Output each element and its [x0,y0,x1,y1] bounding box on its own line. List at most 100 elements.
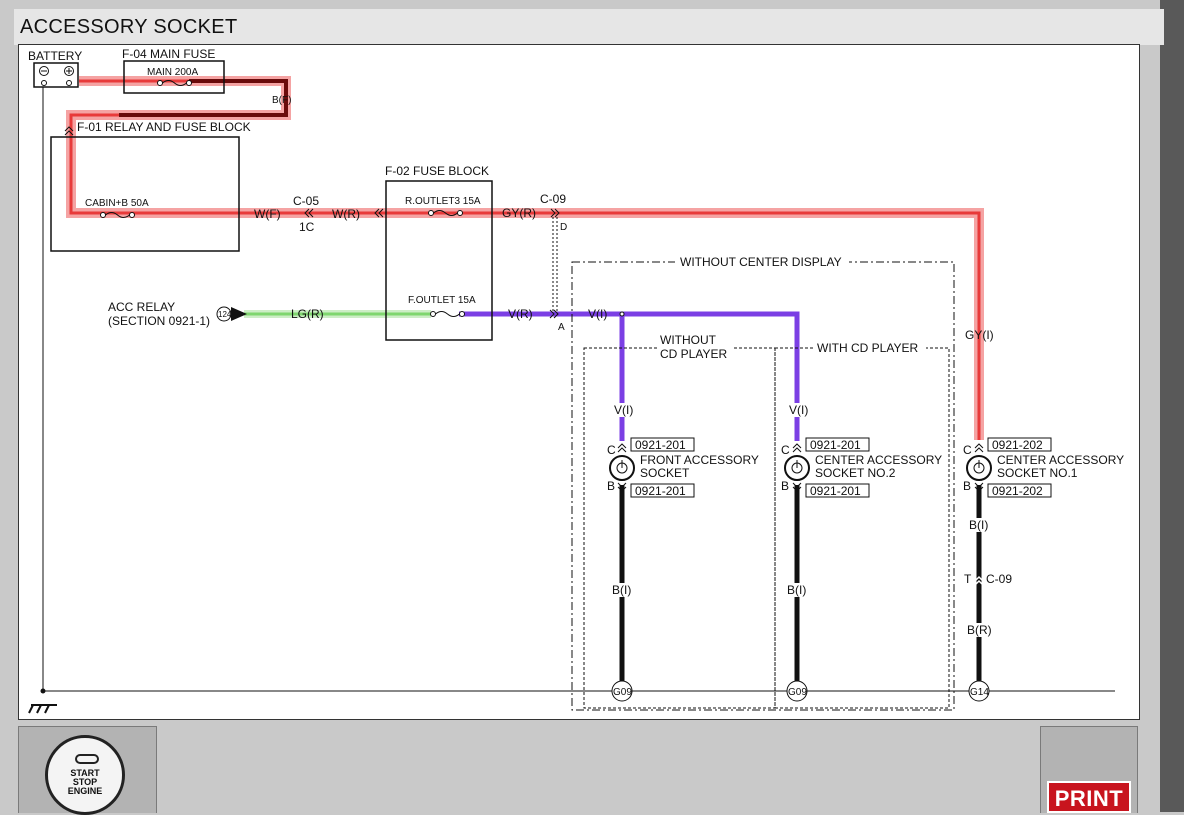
wire-label-bi-center2: B(I) [787,583,806,597]
fuse-icon [100,212,135,218]
with-cd-frame [774,347,950,709]
header-bar: ACCESSORY SOCKET [14,9,1164,45]
center2-conn-top: 0921-201 [810,438,861,452]
front-conn-bottom: 0921-201 [635,484,686,498]
wire-label-wf: W(F) [254,207,281,221]
ground-junction [40,688,46,694]
start-stop-engine-button[interactable]: START STOP ENGINE [45,735,125,815]
fuse-block [385,180,493,341]
purple-wire [459,311,800,441]
center1-socket-name-2: SOCKET NO.1 [997,466,1078,480]
pin-t-label: T [964,572,972,586]
fuse-block-label: F-02 FUSE BLOCK [385,164,489,178]
without-center-display-label: WITHOUT CENTER DISPLAY [680,255,842,269]
battery-label: BATTERY [28,49,82,63]
wire-label-lgr: LG(R) [291,307,324,321]
pin-a-label: A [558,322,565,333]
label-mask [788,403,808,417]
center2-conn-bottom: 0921-201 [810,484,861,498]
front-socket-name-2: SOCKET [640,466,690,480]
fuse-icon [157,80,192,86]
center-accessory-socket-1: C 0921-202 CENTER ACCESSORY SOCKET NO.1 … [963,437,1124,702]
label-mask [613,403,633,417]
wire-label-vi-front-text: V(I) [614,403,633,417]
connector-box [987,437,1052,452]
pin-arrow-icon [617,482,627,492]
connector-box [805,483,870,498]
connector-1c-label: 1C [299,220,315,234]
start-stop-engine-label: START STOP ENGINE [67,768,103,796]
connector-c05-label: C-05 [293,194,319,208]
connector-c05-icon [304,208,314,218]
ground-g14-icon [968,680,990,702]
wire-label-br: B(R) [967,623,992,637]
print-button[interactable]: PRINT [1047,781,1131,813]
wire-label-gyi: GY(I) [965,328,994,342]
connector-box [630,483,695,498]
connector-c09-ground: C-09 [986,572,1012,586]
connector-c09-icon [550,208,560,218]
battery-icon [33,62,79,88]
without-cd-label-line1: WITHOUT [660,333,717,347]
foutlet-fuse-label: F.OUTLET 15A [408,295,476,306]
right-gutter [1160,0,1184,812]
pin-arrow-icon [792,443,802,453]
without-cd-frame [583,347,776,709]
center2-socket-name: CENTER ACCESSORY [815,453,942,467]
page-title: ACCESSORY SOCKET [20,16,238,38]
label-mask [968,518,990,532]
connector-c09-label: C-09 [540,192,566,206]
connector-box [805,437,870,452]
without-cd-label-line2: CD PLAYER [660,347,727,361]
center2-socket-name-2: SOCKET NO.2 [815,466,896,480]
wire-label-gyr: GY(R) [502,206,536,220]
label-mask [966,623,992,637]
ground-g09-icon [786,680,808,702]
wire-label-wr: W(R) [332,207,360,221]
main-fuse-dark-wire [119,79,288,117]
pin-b-label: B [781,479,789,493]
center1-conn-bottom: 0921-202 [992,484,1043,498]
label-mask [675,254,849,270]
label-mask [611,583,633,597]
print-panel: PRINT [1040,726,1138,813]
center1-conn-top: 0921-202 [992,438,1043,452]
connector-c09-icon [974,575,984,586]
wiring-diagram: BATTERY F-04 MAIN FUSE MAIN 200A B(F) F-… [18,44,1140,720]
fuse-icon [428,210,463,216]
pin-c-label: C [963,443,972,457]
fuse-icon [430,311,465,317]
wire-label-bf: B(F) [272,95,291,106]
connector-arrow-icon [374,208,384,218]
ground-g14: G14 [970,687,989,698]
label-mask [786,583,808,597]
pin-d-label: D [560,222,567,233]
without-center-display-frame [571,261,955,711]
wire-label-vi: V(I) [588,307,607,321]
wire-junction [619,311,625,317]
wiring-diagram-svg: BATTERY F-04 MAIN FUSE MAIN 200A B(F) F-… [28,47,1124,714]
power-wire-group [66,76,984,440]
pin-b-label: B [607,479,615,493]
with-cd-label: WITH CD PLAYER [817,341,918,355]
pin-c-label: C [607,443,616,457]
wire-label-vi-center2: V(I) [789,403,808,417]
bottom-toolbar [0,720,1160,812]
front-accessory-socket: V(I) V(I) C 0921-201 FRONT ACCESSORY SOC… [607,403,759,702]
label-mask [657,333,733,361]
cabin-fuse-label: CABIN+B 50A [85,198,149,209]
front-conn-top: 0921-201 [635,438,686,452]
wire-label-vr: V(R) [508,307,533,321]
connector-box [630,437,695,452]
wire-label-bi-center1: B(I) [969,518,988,532]
relay-block-label: F-01 RELAY AND FUSE BLOCK [77,120,251,134]
relay-fuse-block [50,136,240,252]
pin-c-label: C [781,443,790,457]
pin-arrow-icon [974,443,984,453]
pin-arrow-icon [974,482,984,492]
ground-g09-icon [611,680,633,702]
connector-arrow-icon [64,126,74,136]
power-pill-icon [75,754,99,764]
main-fuse-block [123,60,225,94]
ground-g09-front: G09 [613,687,632,698]
